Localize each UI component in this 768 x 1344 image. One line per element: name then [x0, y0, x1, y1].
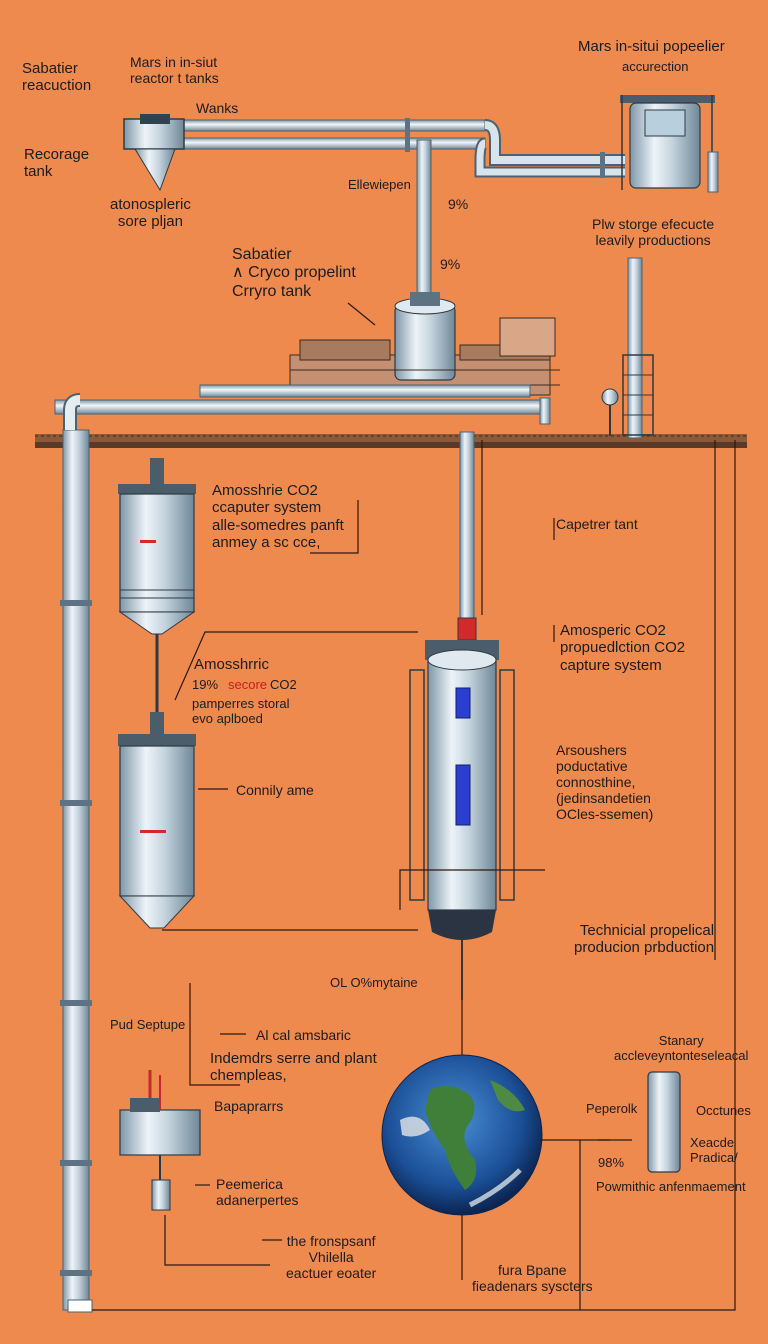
central-feed-pipe	[416, 139, 432, 311]
earth-globe	[381, 1054, 543, 1216]
label-sabatier-reaction: Sabatier reacuction	[22, 60, 92, 95]
label-mars-propeller: Mars in-situi popeelier	[578, 38, 725, 55]
downcomer-pipe	[457, 431, 477, 641]
label-pct-bottom: 98%	[598, 1155, 625, 1170]
pump-skid	[119, 1070, 201, 1211]
central-plant	[54, 292, 560, 430]
label-sabatier-cryo: Sabatier ∧ Cryco propelint Crryro tank	[232, 246, 356, 300]
label-cctunes: Occtunes	[696, 1103, 751, 1118]
label-capetrer-tant: Capetrer tant	[556, 516, 638, 532]
label-xeacde: Xeacde Pradica/	[690, 1135, 738, 1165]
ground-deck	[35, 434, 747, 448]
label-powmithic: Powmithic anfenmaement	[596, 1179, 746, 1194]
top-horizontal-pipes	[174, 118, 625, 178]
label-pct-top-1: 9%	[448, 196, 469, 212]
label-peperolk: Peperolk	[586, 1101, 638, 1116]
label-secore: secore	[228, 677, 268, 692]
label-mars-reactor-tanks: Mars in in-siut reactor t tanks	[130, 54, 219, 87]
label-pct-mid: 19%	[192, 677, 219, 692]
label-technical: Technicial propelical producion prbducti…	[574, 922, 715, 957]
label-wanks: Wanks	[196, 100, 239, 116]
left-vertical-pipe	[60, 429, 93, 1313]
label-ellewiepen: Ellewiepen	[348, 177, 411, 192]
label-arsoushers: Arsoushers poductative connosthine, (jed…	[556, 742, 654, 823]
label-bapaprarrs: Bapaprarrs	[214, 1098, 284, 1114]
label-co2-small: CO2	[270, 677, 297, 692]
label-fura-bpane: fura Bpane fieadenars syscters	[472, 1262, 593, 1295]
capture-tank-upper	[118, 458, 196, 712]
label-recorage-tank: Recorage tank	[24, 146, 90, 181]
label-indemdrs: Indemdrs serre and plant chempleas,	[210, 1050, 377, 1085]
label-pct-top-2: 9%	[440, 256, 461, 272]
label-amosshrric: Amosshrric	[194, 656, 270, 673]
label-stanary: Stanary accleveyntonteseleacal	[614, 1033, 749, 1063]
canister	[647, 1071, 681, 1173]
storage-tank-top-right	[601, 95, 719, 439]
label-amosshrie-co2: Amosshrie CO2 ccaputer system alle-somed…	[212, 482, 344, 551]
label-pamperres: pamperres storal evo aplboed	[192, 696, 290, 726]
label-pud-septupe: Pud Septupe	[110, 1017, 186, 1032]
label-plw-storage: Plw storge efecucte leavily productions	[592, 216, 715, 249]
capture-tank-lower	[118, 712, 196, 929]
label-peemerica: Peemerica adanerpertes	[216, 1176, 299, 1209]
sabatier-reactor-top	[123, 114, 185, 192]
label-al-cal: Al cal amsbaric	[256, 1027, 351, 1043]
label-amosperic-co2: Amosperic CO2 propuedlction CO2 capture …	[560, 622, 686, 674]
connector-lines	[92, 302, 736, 1311]
label-connily: Connily ame	[236, 782, 314, 798]
label-atonospleric: atonospleric sore pljan	[110, 196, 191, 231]
label-the-fronspsanf: the fronspsanf Vhilella eactuer eoater	[286, 1233, 377, 1282]
propellant-tank-main	[409, 640, 515, 1000]
label-accurection: accurection	[622, 59, 689, 74]
label-ol-methane: OL O%mytaine	[330, 975, 418, 990]
